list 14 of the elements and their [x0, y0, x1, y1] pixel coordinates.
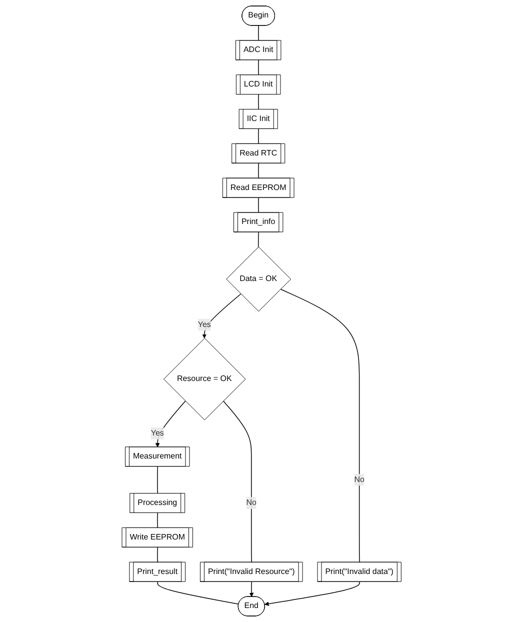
- connector: [223, 400, 252, 563]
- connector: [280, 288, 360, 563]
- connector: [158, 581, 240, 605]
- connector: [258, 163, 260, 179]
- connector: [258, 25, 260, 42]
- arrow: [250, 581, 254, 597]
- connector: [258, 128, 260, 144]
- arrow: [264, 581, 360, 606]
- connector: [258, 232, 260, 248]
- arrow: [156, 400, 186, 448]
- connector: [258, 60, 260, 76]
- connector: [258, 94, 260, 110]
- arrow: [202, 294, 242, 338]
- connector: [258, 197, 260, 214]
